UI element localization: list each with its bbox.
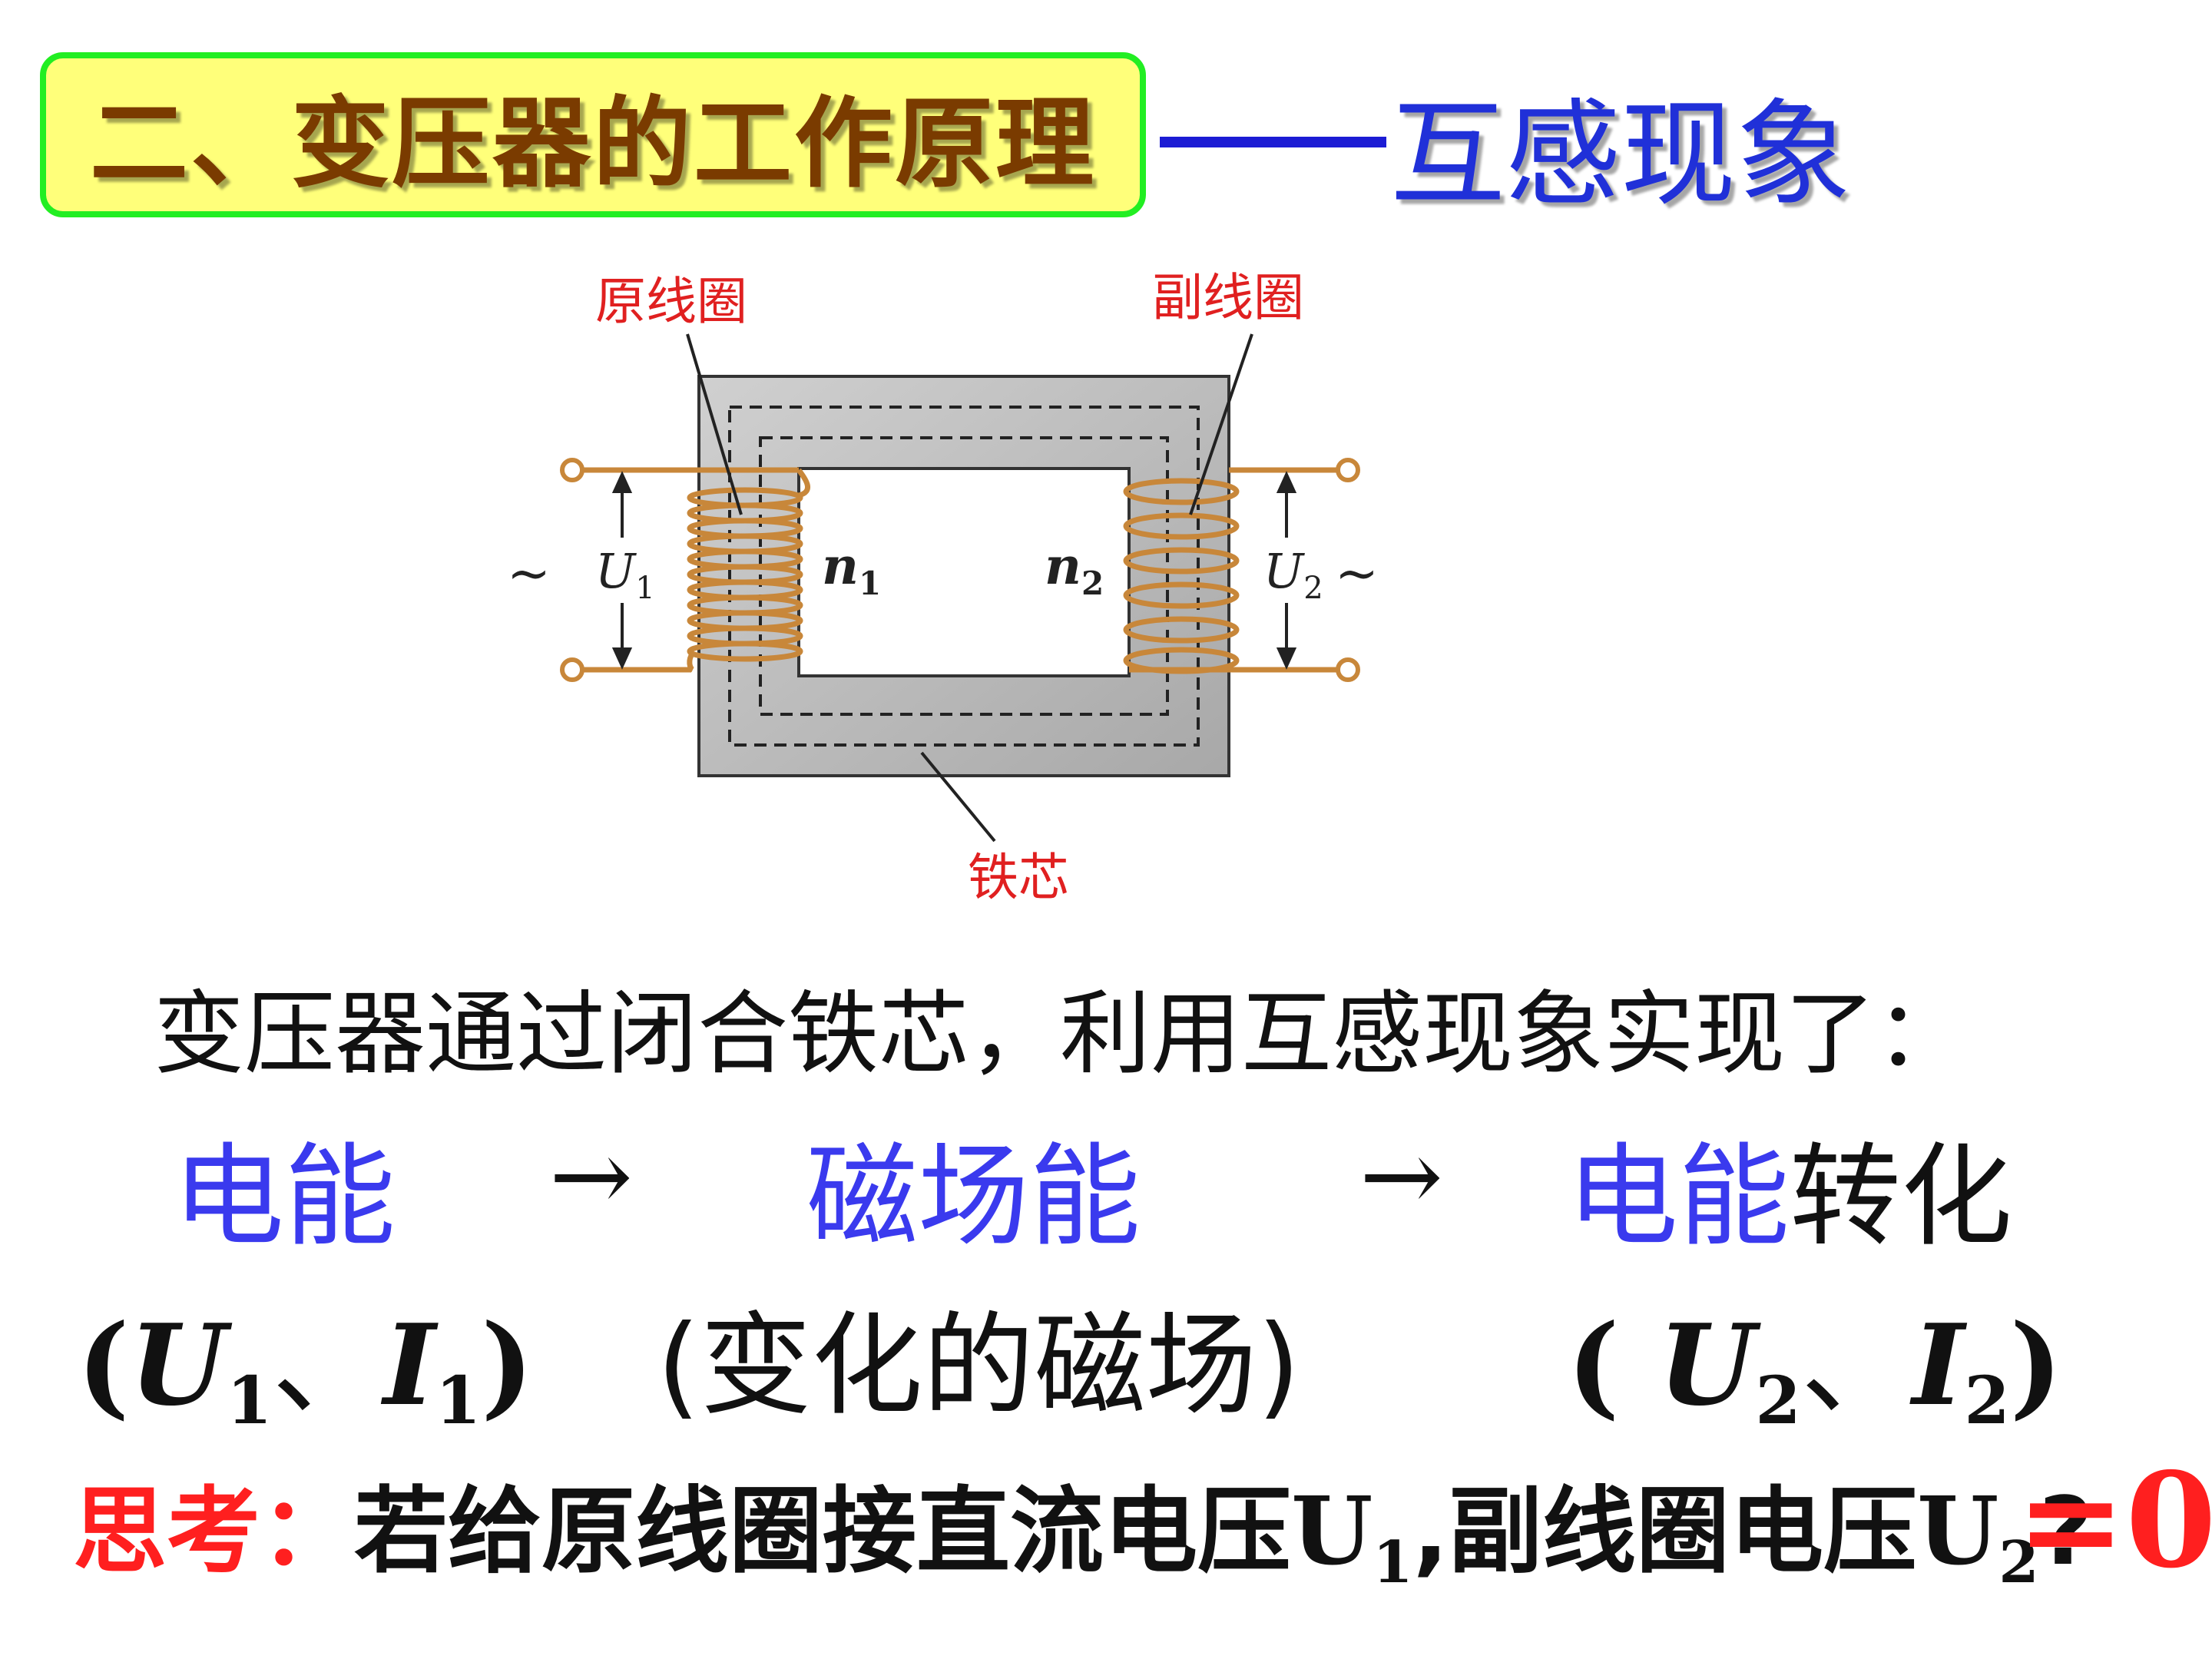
- ac-symbol-left: ~: [507, 544, 551, 604]
- secondary-coil: [1123, 478, 1240, 674]
- question-u1-sub: 1: [1373, 1528, 1413, 1596]
- question-label: 思考：: [73, 1477, 354, 1586]
- question-answer: =0: [2016, 1444, 2212, 1598]
- paren-magnetic: (变化的磁场): [657, 1301, 1301, 1431]
- question-mark: ?: [2038, 1477, 2094, 1586]
- terminal-secondary-bottom: [1336, 657, 1360, 682]
- primary-coil: [687, 468, 810, 673]
- voltage-arrow-secondary: [1276, 471, 1297, 670]
- question-middle: ,副线圈电压: [1412, 1477, 1917, 1586]
- svg-text:n1: n1: [822, 536, 881, 602]
- pointer-core: [920, 751, 996, 843]
- statement-text: 变压器通过闭合铁芯，利用互感现象实现了：: [154, 981, 1967, 1087]
- flux-line-outer: [728, 406, 1200, 747]
- arrow-2: →: [1359, 1118, 1443, 1234]
- page-title: 二、变压器的工作原理: [89, 87, 1096, 201]
- svg-text:U2: U2: [1263, 543, 1323, 606]
- u1-label: U: [595, 543, 637, 599]
- energy-electric-2-line: 电能转化: [1567, 1106, 2012, 1267]
- flux-line-inner: [759, 436, 1169, 716]
- n1-label: n: [822, 536, 859, 596]
- n1-subscript: 1: [859, 565, 881, 602]
- title-dash-line: [1160, 137, 1386, 147]
- conversion-text: 转化: [1790, 1132, 2012, 1262]
- question-line: 思考：若给原线圈接直流电压U1,副线圈电压U2?: [73, 1455, 2093, 1596]
- energy-electric-1: 电能: [173, 1132, 396, 1262]
- arrow-1: →: [549, 1118, 633, 1234]
- question-text: 若给原线圈接直流电压: [354, 1477, 1291, 1586]
- svg-text:U1: U1: [595, 543, 655, 606]
- page-subtitle: 互感现象: [1390, 88, 1852, 222]
- question-u2: U: [1916, 1475, 1999, 1586]
- voltage-arrow-primary: [611, 471, 633, 670]
- primary-coil-label: 原线圈: [595, 272, 747, 331]
- transformer-diagram: 原线圈 副线圈 铁芯 ~ ~ U1 U2 n1 n2: [507, 268, 1379, 907]
- iron-core-label: 铁芯: [968, 848, 1069, 907]
- secondary-coil-label: 副线圈: [1152, 268, 1304, 327]
- n2-subscript: 2: [1081, 565, 1104, 602]
- u2-subscript: 2: [1303, 571, 1323, 606]
- svg-text:n2: n2: [1045, 536, 1104, 602]
- title-box: 二、变压器的工作原理: [40, 52, 1146, 217]
- terminal-primary-bottom: [560, 657, 584, 682]
- energy-electric-2: 电能: [1567, 1132, 1790, 1262]
- u1-subscript: 1: [635, 571, 654, 606]
- n2-label: n: [1045, 536, 1081, 596]
- pointer-primary: [686, 333, 743, 515]
- terminal-secondary-top: [1336, 458, 1360, 482]
- energy-magnetic: 磁场能: [806, 1132, 1141, 1262]
- u2-label: U: [1263, 543, 1305, 599]
- paren-secondary: ( U2、I2): [1567, 1300, 2063, 1439]
- terminal-primary-top: [560, 458, 584, 482]
- pointer-secondary: [1189, 333, 1253, 515]
- question-u1: U: [1291, 1475, 1373, 1586]
- question-u2-sub: 2: [1998, 1528, 2039, 1596]
- ac-symbol-right: ~: [1335, 544, 1379, 604]
- paren-primary: (U1、I1): [77, 1300, 534, 1439]
